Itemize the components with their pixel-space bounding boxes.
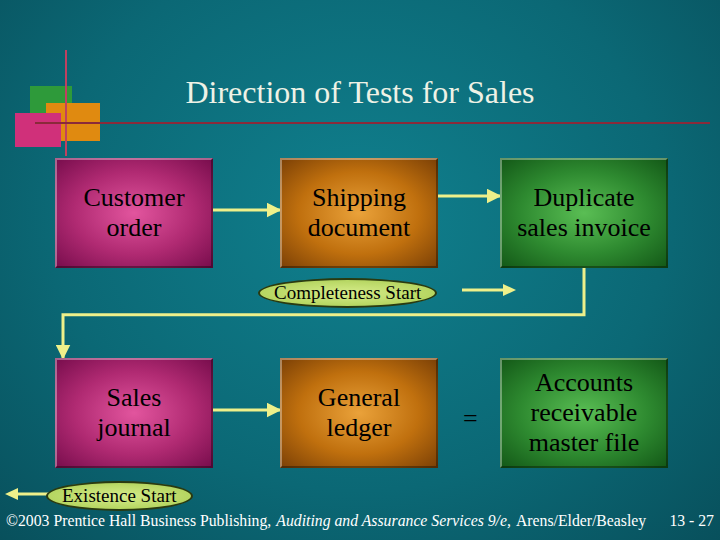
direction-arrowhead bbox=[5, 488, 18, 500]
box-text: Accounts receivable master file bbox=[512, 368, 656, 458]
equals-sign: = bbox=[463, 404, 478, 434]
footer-text: Arens/Elder/Beasley bbox=[516, 512, 646, 530]
start-marker: Completeness Start bbox=[258, 278, 437, 308]
process-box: General ledger bbox=[280, 358, 438, 468]
box-text: Sales journal bbox=[67, 383, 201, 443]
box-text: General ledger bbox=[292, 383, 426, 443]
footer-text: Auditing and Assurance Services 9/e, bbox=[276, 512, 511, 530]
process-box: Accounts receivable master file bbox=[500, 358, 668, 468]
process-box: Customer order bbox=[55, 158, 213, 268]
title-rule bbox=[35, 122, 710, 124]
flow-arrow bbox=[213, 409, 280, 412]
direction-pointer bbox=[462, 289, 505, 292]
flow-arrow bbox=[213, 209, 280, 212]
footer-text: ©2003 Prentice Hall Business Publishing, bbox=[6, 512, 271, 530]
start-marker: Existence Start bbox=[46, 481, 193, 511]
flow-arrow bbox=[63, 268, 584, 358]
direction-arrowhead bbox=[503, 284, 516, 296]
slide-title: Direction of Tests for Sales bbox=[100, 74, 620, 111]
footer: ©2003 Prentice Hall Business Publishing,… bbox=[6, 512, 714, 530]
process-box: Shipping document bbox=[280, 158, 438, 268]
box-text: Shipping document bbox=[292, 183, 426, 243]
deco-line bbox=[65, 50, 67, 156]
box-text: Customer order bbox=[67, 183, 201, 243]
process-box: Duplicate sales invoice bbox=[500, 158, 668, 268]
deco-square bbox=[15, 113, 61, 147]
process-box: Sales journal bbox=[55, 358, 213, 468]
box-text: Duplicate sales invoice bbox=[512, 183, 656, 243]
flow-arrow bbox=[438, 195, 500, 198]
footer-text: 13 - 27 bbox=[669, 512, 714, 530]
